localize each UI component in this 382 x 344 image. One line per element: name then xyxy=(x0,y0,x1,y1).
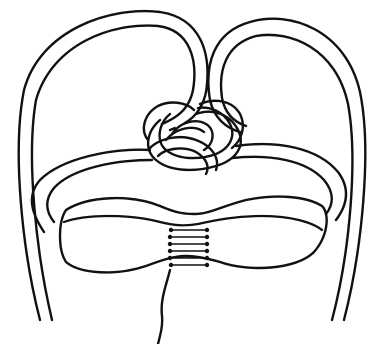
left-standing-part xyxy=(19,11,208,320)
seizing xyxy=(168,228,209,267)
right-standing-part xyxy=(208,19,365,320)
lower-bight xyxy=(60,197,327,273)
loose-end xyxy=(158,270,170,344)
